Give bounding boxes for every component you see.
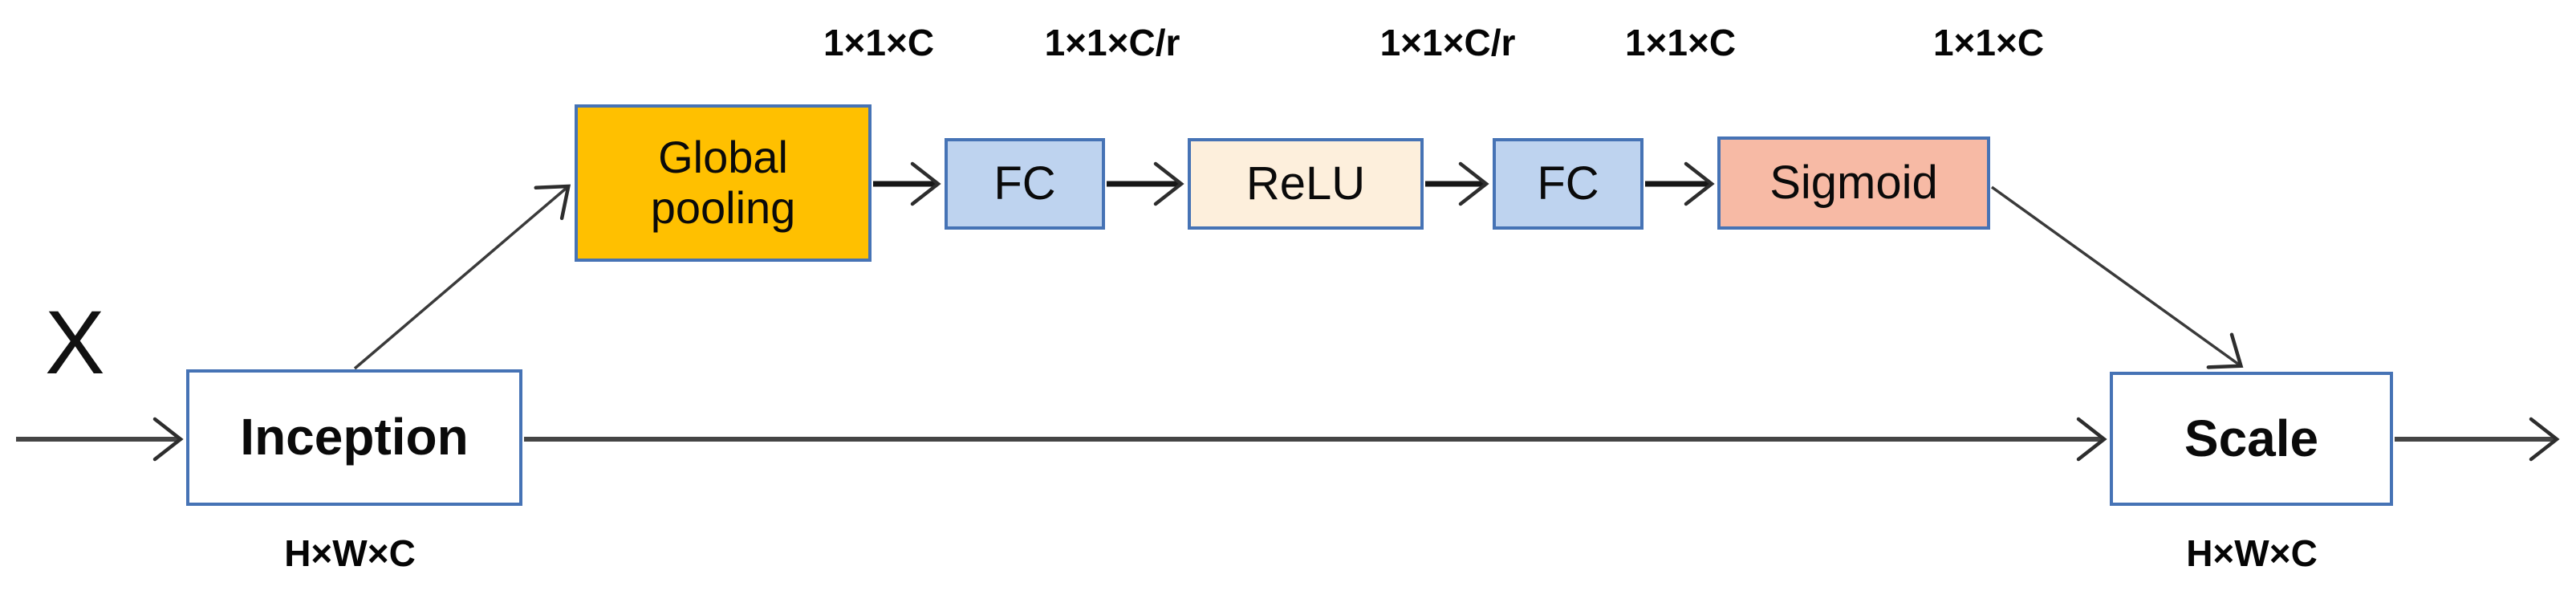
inception-to-global-pooling-arrow [353,184,571,370]
node-sigmoid: Sigmoid [1717,136,1990,230]
node-fc1-label: FC [993,157,1056,210]
input-tensor-label: X [45,292,105,393]
tensor-label-1: 1×1×C [823,22,935,63]
sigmoid-to-scale-arrow [1990,185,2244,369]
node-fc-1: FC [945,138,1105,230]
node-scale: Scale [2110,372,2393,506]
node-global-pooling-label: Global pooling [650,132,796,233]
node-inception-label: Inception [240,408,469,466]
node-scale-label: Scale [2184,409,2319,467]
inception-dim-label: H×W×C [284,532,416,574]
tensor-label-3: 1×1×C/r [1379,22,1516,63]
scale-dim-label: H×W×C [2186,532,2318,574]
node-fc-2: FC [1493,138,1644,230]
node-relu: ReLU [1188,138,1424,230]
node-global-pooling: Global pooling [575,104,872,262]
node-relu-label: ReLU [1245,157,1366,210]
tensor-label-2: 1×1×C/r [1044,22,1180,63]
node-fc2-label: FC [1537,157,1599,210]
node-inception: Inception [186,369,522,506]
tensor-label-4: 1×1×C [1624,22,1737,63]
node-sigmoid-label: Sigmoid [1769,156,1938,209]
tensor-label-5: 1×1×C [1932,22,2045,63]
